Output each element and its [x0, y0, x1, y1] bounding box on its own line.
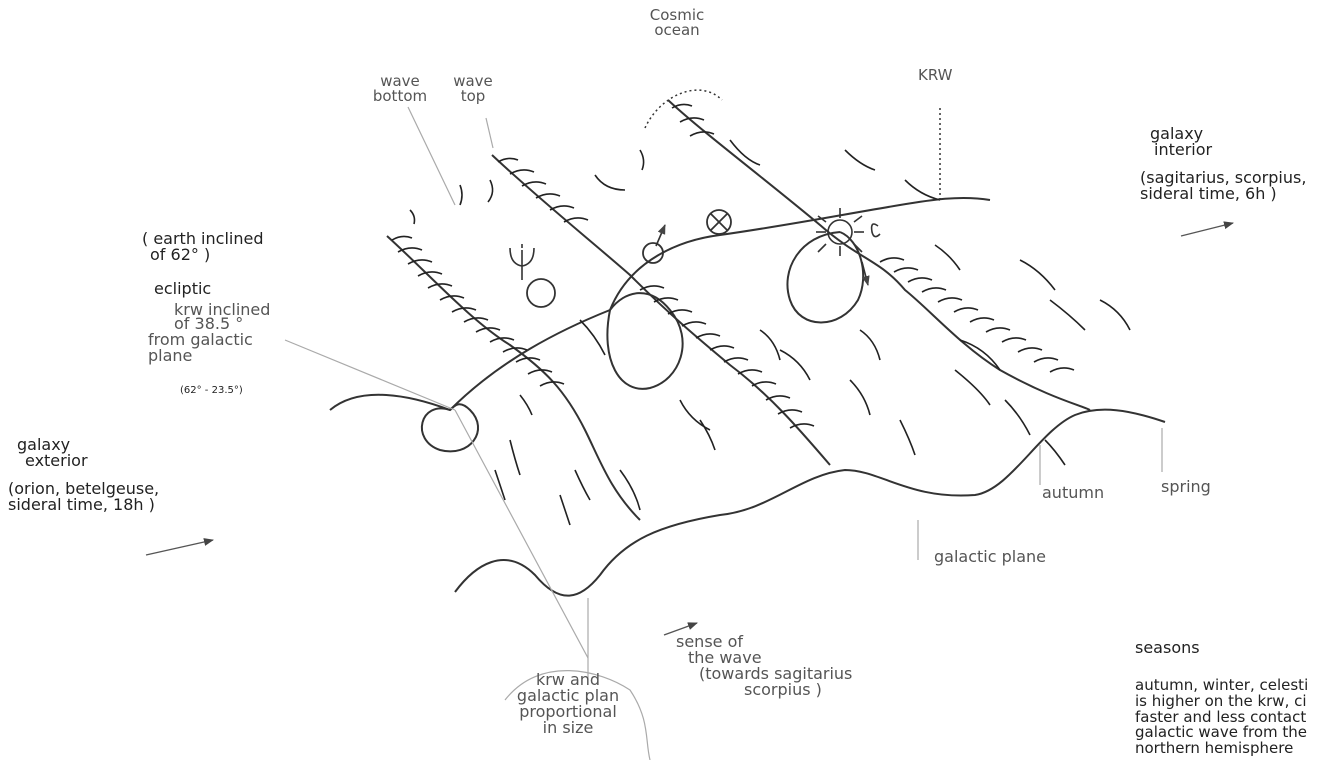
ecliptic-label: ecliptic [154, 281, 211, 297]
galactic-plane-label: galactic plane [934, 549, 1046, 565]
wave-ridge-2 [492, 155, 830, 465]
earth-cross-symbol [707, 210, 731, 234]
krw-top-label: KRW [918, 68, 952, 83]
sun-symbol [816, 208, 880, 256]
krw-loop-left [422, 404, 478, 451]
neptune-trident-symbol [510, 244, 534, 280]
sense-of-wave-label: sense of the wave (towards sagitarius sc… [676, 634, 852, 698]
angle-formula-label: (62° - 23.5°) [180, 386, 243, 396]
exterior-details-label: (orion, betelgeuse,sideral time, 18h ) [8, 481, 159, 513]
ridge-hatching [392, 104, 1074, 428]
wave-surface-bottom-edge [455, 410, 1165, 596]
cosmic-ocean-arc [645, 90, 722, 128]
autumn-label: autumn [1042, 485, 1104, 501]
interior-details-label: (sagitarius, scorpius,sideral time, 6h ) [1140, 170, 1306, 202]
krw-proportional-label: krw and galactic plan proportional in si… [500, 672, 636, 736]
moon-circle-symbol [527, 279, 555, 307]
seasons-title: seasons [1135, 640, 1200, 656]
spring-label: spring [1161, 479, 1211, 495]
exterior-arrow [146, 540, 213, 555]
seasons-text: autumn, winter, celesti is higher on the… [1135, 678, 1308, 757]
earth-circle-symbol [643, 243, 663, 263]
earth-orbit-arrow [656, 225, 665, 246]
interior-arrow [1181, 223, 1233, 236]
wave-squiggles [410, 140, 1130, 525]
krw-loop-center [607, 293, 682, 389]
wave-surface-back-edge [668, 100, 1090, 410]
krw-inclined-label: krw inclined of 38.5 ° from galactic pla… [148, 302, 270, 364]
wave-ridge-1 [387, 236, 640, 520]
